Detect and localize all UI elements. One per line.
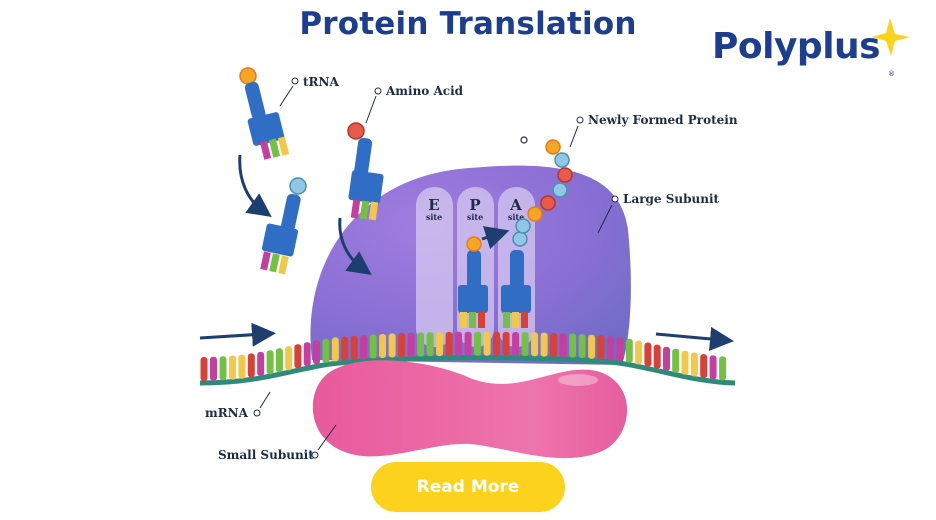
mrna-base xyxy=(681,350,689,375)
mrna-base xyxy=(559,333,567,358)
mrna-base xyxy=(531,332,539,357)
mrna-base xyxy=(672,348,680,373)
site-e-letter: E xyxy=(428,196,439,214)
mrna-base xyxy=(341,336,349,361)
mrna-base xyxy=(635,340,643,365)
mrna-base xyxy=(238,354,246,379)
site-a-letter: A xyxy=(509,196,522,214)
label-newly-formed-protein: Newly Formed Protein xyxy=(588,113,738,127)
small-subunit xyxy=(312,360,628,459)
mrna-base xyxy=(266,350,274,375)
mrna-base xyxy=(350,335,358,360)
mrna-base xyxy=(483,331,491,356)
label-amino-acid: Amino Acid xyxy=(385,84,464,98)
mrna-base xyxy=(294,344,302,369)
mrna-codons xyxy=(200,331,727,381)
label-small-subunit: Small Subunit xyxy=(218,448,314,462)
trna-free-3 xyxy=(347,122,384,221)
curved-arrow-2 xyxy=(338,217,372,275)
site-e-sub: site xyxy=(426,212,442,222)
mrna-base xyxy=(569,333,577,358)
mrna-base xyxy=(493,331,501,356)
mrna-base xyxy=(379,334,387,358)
mrna-base xyxy=(360,335,368,360)
mrna-base xyxy=(426,332,434,357)
mrna-base xyxy=(588,334,596,359)
mrna-base xyxy=(644,342,652,367)
mrna-base xyxy=(653,344,661,369)
mrna-direction-arrow-left xyxy=(199,322,276,347)
mrna-base xyxy=(607,336,614,361)
mrna-base xyxy=(690,352,698,377)
label-mrna: mRNA xyxy=(205,406,249,420)
plus-sparkle-icon: ® xyxy=(872,18,910,78)
mrna-base xyxy=(540,332,548,357)
mrna-base xyxy=(247,353,255,378)
mrna-direction-arrow-right xyxy=(655,326,734,351)
trna-p-site xyxy=(458,236,488,328)
read-more-button[interactable]: Read More xyxy=(371,462,565,512)
mrna-base xyxy=(502,331,510,356)
mrna-base xyxy=(625,338,633,363)
mrna-base xyxy=(700,354,708,379)
polyplus-logo[interactable]: Polyplus ® xyxy=(712,18,922,88)
mrna-base xyxy=(313,340,320,365)
trna-free-2 xyxy=(260,177,307,275)
mrna-base xyxy=(521,332,529,357)
mrna-base xyxy=(407,332,415,357)
mrna-strand xyxy=(199,331,736,386)
mrna-base xyxy=(257,351,265,376)
mrna-base xyxy=(616,337,624,362)
mrna-base xyxy=(388,333,396,358)
mrna-base xyxy=(210,356,217,381)
mrna-base xyxy=(512,332,520,356)
mrna-base xyxy=(709,355,717,380)
mrna-base xyxy=(322,338,330,363)
mrna-base xyxy=(578,334,586,359)
mrna-base xyxy=(275,348,283,373)
trna-a-site xyxy=(501,250,531,328)
mrna-base xyxy=(219,356,227,381)
mrna-base xyxy=(369,334,377,359)
mrna-base xyxy=(663,346,670,371)
logo-text: Polyplus xyxy=(712,26,881,67)
mrna-base xyxy=(303,342,311,367)
site-p-sub: site xyxy=(467,212,483,222)
mrna-base xyxy=(331,337,339,362)
mrna-base xyxy=(285,346,293,371)
site-a-sub: site xyxy=(508,212,524,222)
mrna-base xyxy=(719,356,727,381)
page-title: Protein Translation xyxy=(299,6,637,42)
trna-free-1 xyxy=(239,67,290,160)
mrna-base xyxy=(229,355,236,380)
mrna-base xyxy=(445,331,453,356)
transfer-arrow xyxy=(481,226,510,250)
label-trna: tRNA xyxy=(303,75,339,89)
mrna-base xyxy=(597,335,605,360)
site-p-letter: P xyxy=(469,196,480,214)
mrna-base xyxy=(436,332,444,357)
mrna-base xyxy=(455,331,463,356)
mrna-base xyxy=(200,357,208,381)
mrna-base xyxy=(464,331,472,356)
mrna-base xyxy=(550,332,558,357)
mrna-base xyxy=(474,331,482,356)
protein-chain xyxy=(512,136,573,247)
registered-mark: ® xyxy=(888,70,895,78)
curved-arrow-1 xyxy=(238,154,272,217)
label-large-subunit: Large Subunit xyxy=(623,192,720,206)
mrna-base xyxy=(417,332,425,357)
mrna-base xyxy=(398,333,406,358)
